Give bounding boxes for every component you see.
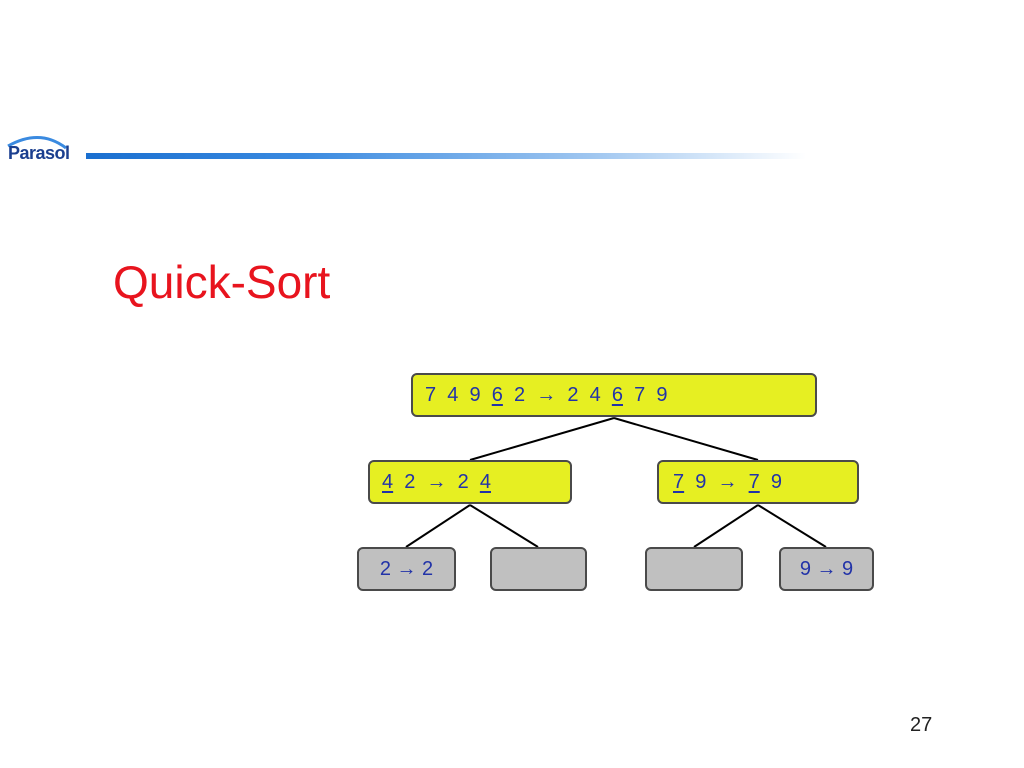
tree-node-left: 4 2 → 2 4 — [368, 460, 572, 504]
input-digit: 4 — [447, 383, 459, 406]
edge-left-lr — [469, 504, 539, 548]
input-digit: 2 — [514, 383, 526, 406]
input-digit: 9 — [469, 383, 481, 406]
output-digit: 9 — [656, 383, 668, 406]
output-digit: 7 — [634, 383, 646, 406]
output-digit-pivot: 7 — [748, 470, 760, 493]
input-digit-pivot: 4 — [382, 470, 394, 493]
node-text: 7 4 9 6 2 → 2 4 6 7 9 — [425, 384, 667, 407]
page-number: 27 — [910, 714, 933, 736]
output-digit: 4 — [589, 383, 601, 406]
tree-node-right: 7 9 → 7 9 — [657, 460, 859, 504]
input-digit: 7 — [425, 383, 437, 406]
tree-leaf-right-left-empty — [645, 547, 743, 591]
input-digit: 9 — [695, 470, 707, 493]
output-digit-pivot: 6 — [611, 383, 623, 406]
input-digit-pivot: 7 — [673, 470, 685, 493]
input-digit-pivot: 6 — [491, 383, 503, 406]
logo-text: Parasol — [8, 143, 70, 163]
edge-right-rl — [693, 504, 759, 548]
logo-arc-icon — [7, 136, 67, 150]
input-digit: 2 — [404, 470, 416, 493]
output-digit: 2 — [457, 470, 469, 493]
tree-node-root: 7 4 9 6 2 → 2 4 6 7 9 — [411, 373, 817, 417]
tree-leaf-left-left: 2 → 2 — [357, 547, 456, 591]
edge-root-right — [613, 417, 759, 461]
arrow-icon: → — [706, 470, 749, 493]
leaf-text: 9 → 9 — [799, 557, 854, 580]
arrow-icon: → — [525, 383, 568, 406]
slide-title: Quick-Sort — [113, 256, 331, 308]
node-text: 4 2 → 2 4 — [382, 471, 491, 494]
output-digit-pivot: 4 — [479, 470, 491, 493]
header-bar — [86, 153, 806, 159]
tree-leaf-left-right-empty — [490, 547, 587, 591]
output-digit: 9 — [770, 470, 782, 493]
arrow-icon: → — [415, 470, 458, 493]
parasol-logo — [7, 136, 67, 150]
edge-right-rr — [757, 504, 827, 548]
node-text: 7 9 → 7 9 — [673, 471, 782, 494]
edge-left-ll — [405, 504, 471, 548]
tree-leaf-right-right: 9 → 9 — [779, 547, 874, 591]
edge-root-left — [469, 417, 615, 461]
leaf-text: 2 → 2 — [379, 557, 434, 580]
output-digit: 2 — [567, 383, 579, 406]
